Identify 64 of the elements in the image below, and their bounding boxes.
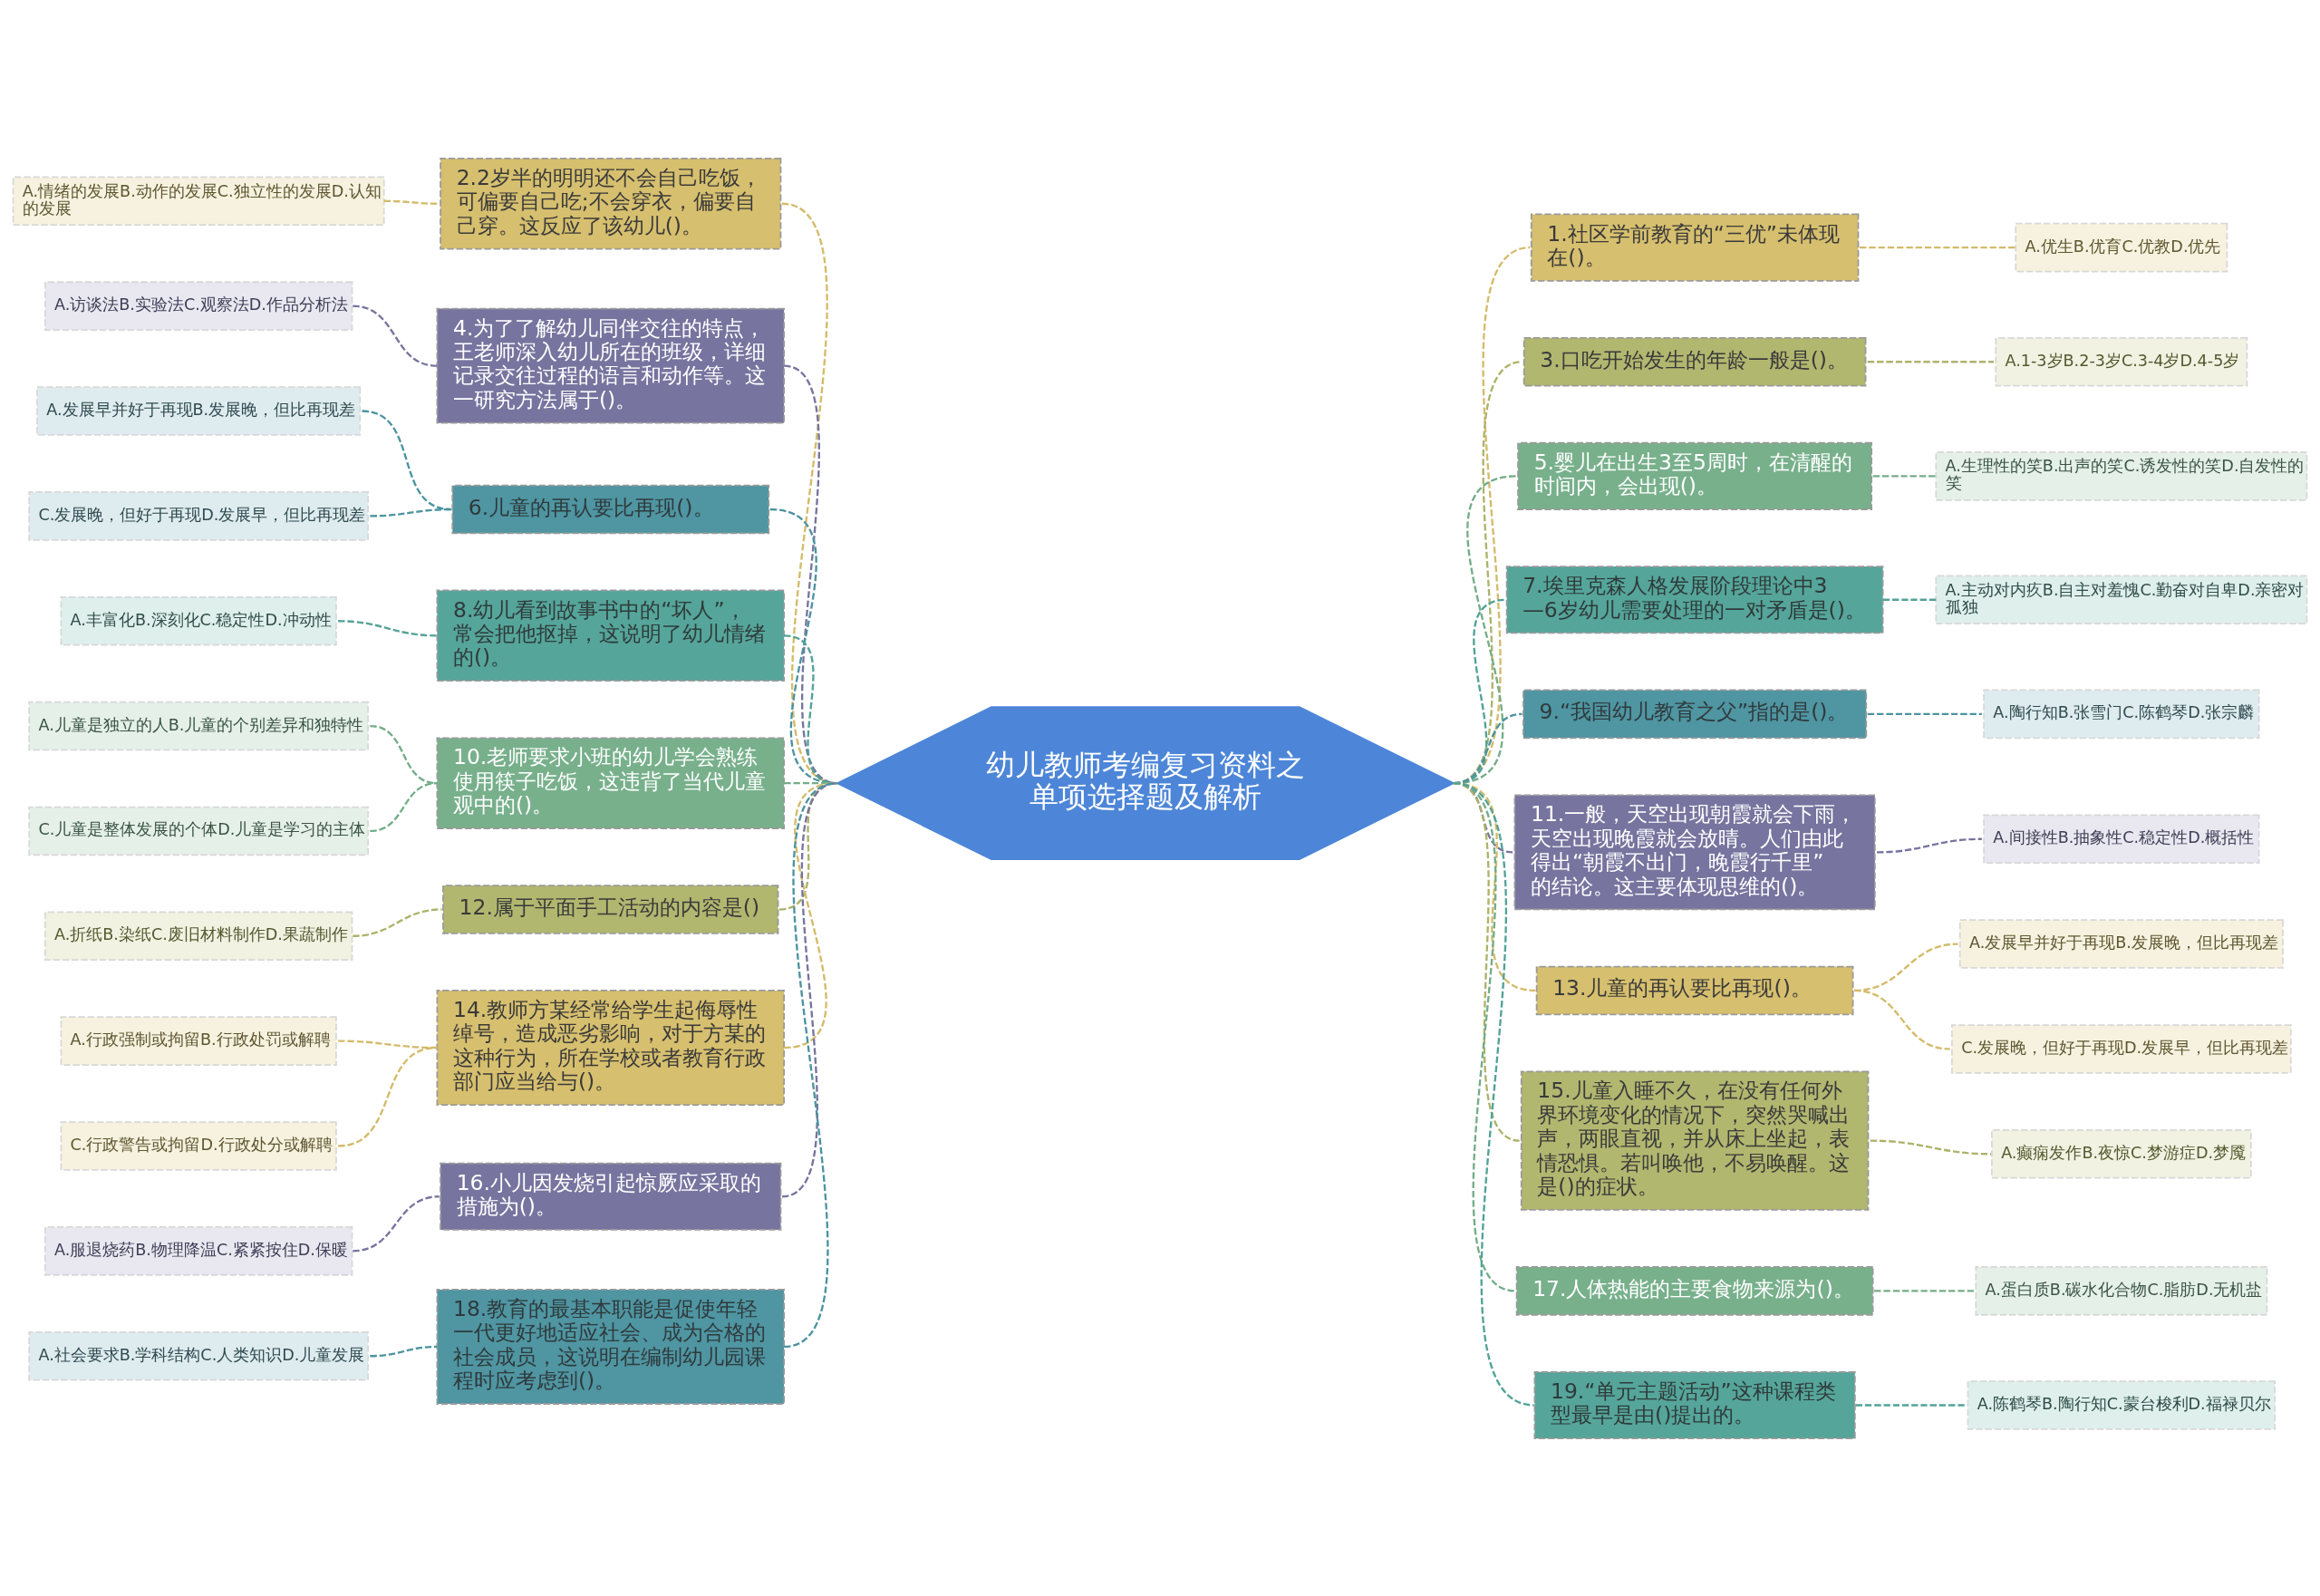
connector	[1855, 1403, 1967, 1407]
node-box: 15.儿童入睡不久，在没有任何外界环境变化的情况下，突然哭喊出声，两眼直视，并从床上坐起，表情恐惧。若叫唤他，不易唤醒。这是()的症状。	[1520, 1070, 1870, 1211]
node-box: A.主动对内疚B.自主对羞愧C.勤奋对自卑D.亲密对孤独	[1935, 575, 2308, 624]
connector	[353, 305, 438, 367]
node-box: A.发展早并好于再现B.发展晚，但比再现差	[36, 385, 362, 436]
node-box: A.1-3岁B.2-3岁C.3-4岁D.4-5岁	[1995, 336, 2248, 386]
node-box: A.社会要求B.学科结构C.人类知识D.儿童发展	[28, 1330, 369, 1380]
node-box: C.发展晚，但好于再现D.发展早，但比再现差	[1951, 1023, 2292, 1074]
node-box: A.服退烧药B.物理降温C.紧紧按住D.保暖	[44, 1225, 353, 1276]
connector	[338, 619, 438, 637]
node-box: A.癫痫发作B.夜惊C.梦游症D.梦魇	[1991, 1128, 2252, 1179]
node-box: C.发展晚，但好于再现D.发展早，但比再现差	[28, 490, 369, 541]
node-box: 16.小儿因发烧引起惊厥应采取的措施为()。	[440, 1162, 782, 1231]
node-box: A.发展早并好于再现B.发展晚，但比再现差	[1958, 918, 2284, 969]
connector	[1872, 474, 1937, 478]
connector	[1867, 712, 1982, 715]
connector	[353, 907, 442, 937]
node-box: C.行政警告或拘留D.行政处分或解聘	[60, 1120, 337, 1171]
connector	[383, 199, 440, 205]
node-box: 9.“我国幼儿教育之父”指的是()。	[1522, 689, 1868, 739]
node-box: 3.口吃开始发生的年龄一般是()。	[1522, 336, 1867, 386]
node-box: A.优生B.优育C.优教D.优先	[2015, 222, 2228, 272]
connector	[1870, 1138, 1992, 1155]
node-box: A.生理性的笑B.出声的笑C.诱发性的笑D.自发性的笑	[1935, 450, 2308, 501]
connector	[1859, 246, 2016, 248]
node-box: A.行政强制或拘留B.行政处罚或解聘	[60, 1015, 337, 1066]
node-box: 1.社区学前教育的“三优”未体现在()。	[1530, 213, 1860, 282]
connector	[1853, 989, 1950, 1050]
node-box: 11.一般，天空出现朝霞就会下雨，天空出现晚霞就会放晴。人们由此得出“朝霞不出门，晚霞行千里”的结论。这主要体现思维的()。	[1513, 793, 1876, 910]
node-box: 19.“单元主题活动”这种课程类型最早是由()提出的。	[1533, 1370, 1856, 1439]
connector	[353, 1195, 440, 1252]
node-box: 14.教师方某经常给学生起侮辱性绰号，造成恶劣影响，对于方某的这种行为，所在学校或者教育行政部门应当给与()。	[436, 989, 785, 1106]
node-box: 8.幼儿看到故事书中的“坏人”，常会把他抠掉，这说明了幼儿情绪的()。	[436, 589, 785, 682]
connector	[783, 781, 838, 1348]
node-box: A.间接性B.抽象性C.稳定性D.概括性	[1983, 813, 2260, 864]
node-box: A.丰富化B.深刻化C.稳定性D.冲动性	[60, 595, 337, 645]
node-box: A.陶行知B.张雪门C.陈鹤琴D.张宗麟	[1983, 689, 2260, 739]
node-box: 18.教育的最基本职能是促使年轻一代更好地适应社会、成为合格的社会成员，这说明在编制幼儿园课程时应考虑到()。	[436, 1288, 785, 1405]
connector	[370, 781, 438, 832]
node-box: 10.老师要求小班的幼儿学会熟练使用筷子吃饭，这违背了当代儿童观中的()。	[436, 736, 785, 829]
node-box: A.儿童是独立的人B.儿童的个别差异和独特性	[28, 701, 369, 750]
connector	[337, 1046, 438, 1147]
node-box: C.儿童是整体发展的个体D.儿童是学习的主体	[28, 806, 369, 856]
connector	[1877, 837, 1982, 854]
node-box: 5.婴儿在出生3至5周时，在清醒的时间内，会出现()。	[1517, 441, 1873, 510]
connector	[1867, 360, 1995, 363]
node-box: A.情绪的发展B.动作的发展C.独立性的发展D.认知的发展	[12, 176, 385, 226]
connector	[370, 508, 451, 517]
node-box: 13.儿童的再认要比再现()。	[1535, 965, 1854, 1015]
connector	[1882, 598, 1937, 601]
node-box: A.折纸B.染纸C.废旧材料制作D.果蔬制作	[44, 911, 353, 961]
node-box: 7.埃里克森人格发展阶段理论中3—6岁幼儿需要处理的一对矛盾是()。	[1505, 565, 1884, 634]
node-box: 12.属于平面手工活动的内容是()	[442, 884, 779, 934]
node-box: A.陈鹤琴B.陶行知C.蒙台梭利D.福禄贝尔	[1967, 1379, 2276, 1430]
connector	[1874, 1289, 1975, 1292]
connector	[338, 1039, 438, 1049]
node-box: A.访谈法B.实验法C.观察法D.作品分析法	[44, 280, 353, 331]
node-box: 4.为了了解幼儿同伴交往的特点，王老师深入幼儿所在的班级，详细记录交往过程的语言和动作等。这一研究方法属于()。	[436, 307, 785, 424]
node-box: A.蛋白质B.碳水化合物C.脂肪D.无机盐	[1975, 1265, 2268, 1316]
connector	[370, 1345, 438, 1357]
node-box: 2.2岁半的明明还不会自己吃饭，可偏要自己吃;不会穿衣，偏要自己穿。这反应了该幼儿()。	[440, 157, 782, 249]
node-box: 17.人体热能的主要食物来源为()。	[1515, 1265, 1874, 1316]
connector	[362, 409, 451, 510]
node-box: 6.儿童的再认要比再现()。	[451, 484, 770, 534]
